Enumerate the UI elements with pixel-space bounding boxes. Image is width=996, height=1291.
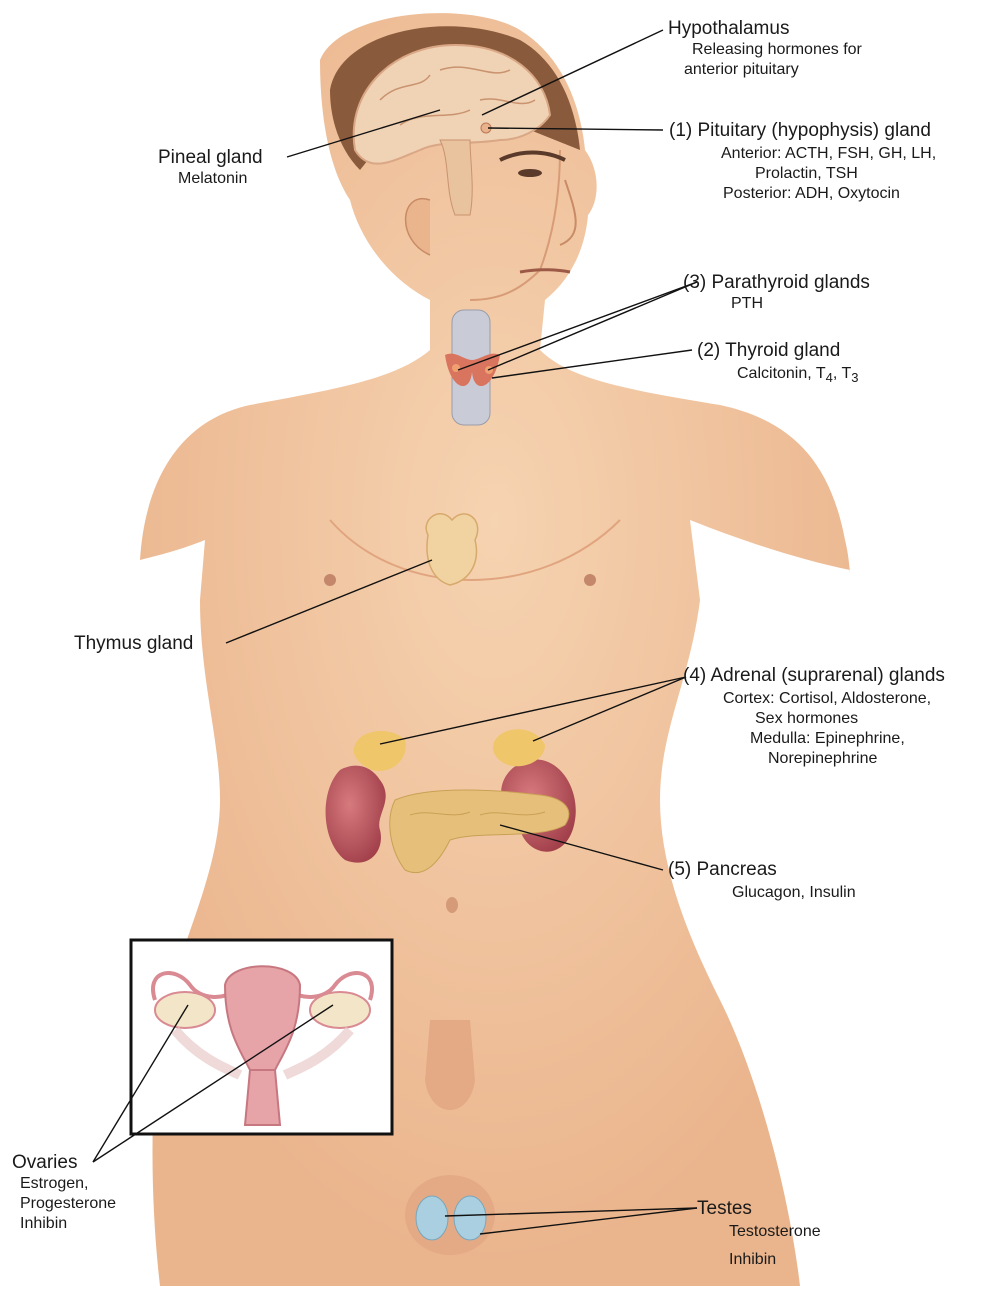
pituitary-title: (1) Pituitary (hypophysis) gland bbox=[669, 120, 936, 142]
hypothalamus-title: Hypothalamus bbox=[668, 18, 862, 40]
thymus-label: Thymus gland bbox=[74, 633, 193, 655]
eye bbox=[518, 169, 542, 177]
ovaries-line: Estrogen, bbox=[20, 1174, 116, 1194]
adrenal-line: Norepinephrine bbox=[768, 749, 945, 769]
hypothalamus-line: Releasing hormones for bbox=[692, 40, 862, 60]
hypothalamus-line: anterior pituitary bbox=[684, 60, 862, 80]
parathyroid-label: (3) Parathyroid glands PTH bbox=[683, 272, 870, 314]
testes-label: Testes Testosterone Inhibin bbox=[697, 1198, 821, 1270]
pituitary-line: Prolactin, TSH bbox=[755, 164, 936, 184]
pituitary-label: (1) Pituitary (hypophysis) gland Anterio… bbox=[669, 120, 936, 204]
thyroid-title: (2) Thyroid gland bbox=[697, 340, 858, 362]
thyroid-hormone-prefix: Calcitonin, T bbox=[737, 365, 826, 382]
adrenal-line: Medulla: Epinephrine, bbox=[750, 729, 945, 749]
parathyroid-line: PTH bbox=[731, 294, 870, 314]
thyroid-sub: 4 bbox=[826, 370, 833, 385]
navel bbox=[446, 897, 458, 913]
parathyroid-title: (3) Parathyroid glands bbox=[683, 272, 870, 294]
adrenal-line: Cortex: Cortisol, Aldosterone, bbox=[723, 689, 945, 709]
thyroid-sub: 3 bbox=[851, 370, 858, 385]
testes-title: Testes bbox=[697, 1198, 821, 1220]
adrenal-title: (4) Adrenal (suprarenal) glands bbox=[683, 665, 945, 687]
thyroid-hormones: Calcitonin, T4, T3 bbox=[737, 364, 858, 388]
pineal-label: Pineal gland Melatonin bbox=[158, 147, 263, 189]
ovaries-line: Inhibin bbox=[20, 1214, 116, 1234]
testis-left bbox=[416, 1196, 448, 1240]
penis bbox=[425, 1020, 475, 1110]
pituitary-line: Anterior: ACTH, FSH, GH, LH, bbox=[721, 144, 936, 164]
ovaries-label: Ovaries Estrogen, Progesterone Inhibin bbox=[12, 1152, 116, 1234]
thymus-title: Thymus gland bbox=[74, 633, 193, 655]
adrenal-line: Sex hormones bbox=[755, 709, 945, 729]
ovaries-title: Ovaries bbox=[12, 1152, 116, 1174]
thyroid-sep: , T bbox=[833, 365, 851, 382]
thyroid-label: (2) Thyroid gland Calcitonin, T4, T3 bbox=[697, 340, 858, 388]
pancreas-label: (5) Pancreas Glucagon, Insulin bbox=[668, 859, 856, 903]
testes-line: Inhibin bbox=[729, 1250, 821, 1270]
testes-line: Testosterone bbox=[729, 1222, 821, 1242]
pineal-line: Melatonin bbox=[178, 169, 263, 189]
pancreas-line: Glucagon, Insulin bbox=[732, 883, 856, 903]
adrenal-label: (4) Adrenal (suprarenal) glands Cortex: … bbox=[683, 665, 945, 769]
parathyroid-dot bbox=[452, 364, 460, 372]
hypothalamus-label: Hypothalamus Releasing hormones for ante… bbox=[668, 18, 862, 80]
pituitary-line: Posterior: ADH, Oxytocin bbox=[723, 184, 936, 204]
pancreas-title: (5) Pancreas bbox=[668, 859, 856, 881]
nipple bbox=[584, 574, 596, 586]
ovaries-line: Progesterone bbox=[20, 1194, 116, 1214]
pineal-title: Pineal gland bbox=[158, 147, 263, 169]
nipple bbox=[324, 574, 336, 586]
